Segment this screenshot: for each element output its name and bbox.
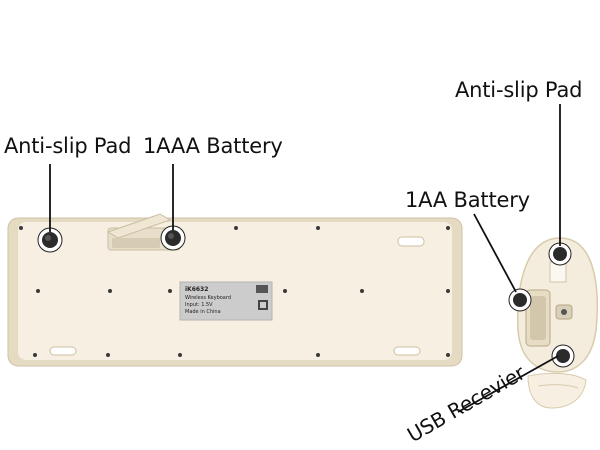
label-pad-mouse: Anti-slip Pad [455, 78, 583, 102]
sticker-line3: Made in China [185, 309, 221, 315]
keyboard-bottom [7, 213, 463, 367]
label-battery-keyboard: 1AAA Battery [143, 134, 283, 158]
label-battery-mouse: 1AA Battery [405, 188, 530, 212]
sticker-line1: Wireless Keyboard [185, 295, 232, 301]
callout-lines [49, 104, 561, 413]
mouse-bottom [508, 237, 598, 409]
label-pad-keyboard: Anti-slip Pad [4, 134, 132, 158]
sticker-line2: Input: 1.5V [185, 302, 213, 308]
sticker-model: iK6632 [185, 286, 209, 293]
